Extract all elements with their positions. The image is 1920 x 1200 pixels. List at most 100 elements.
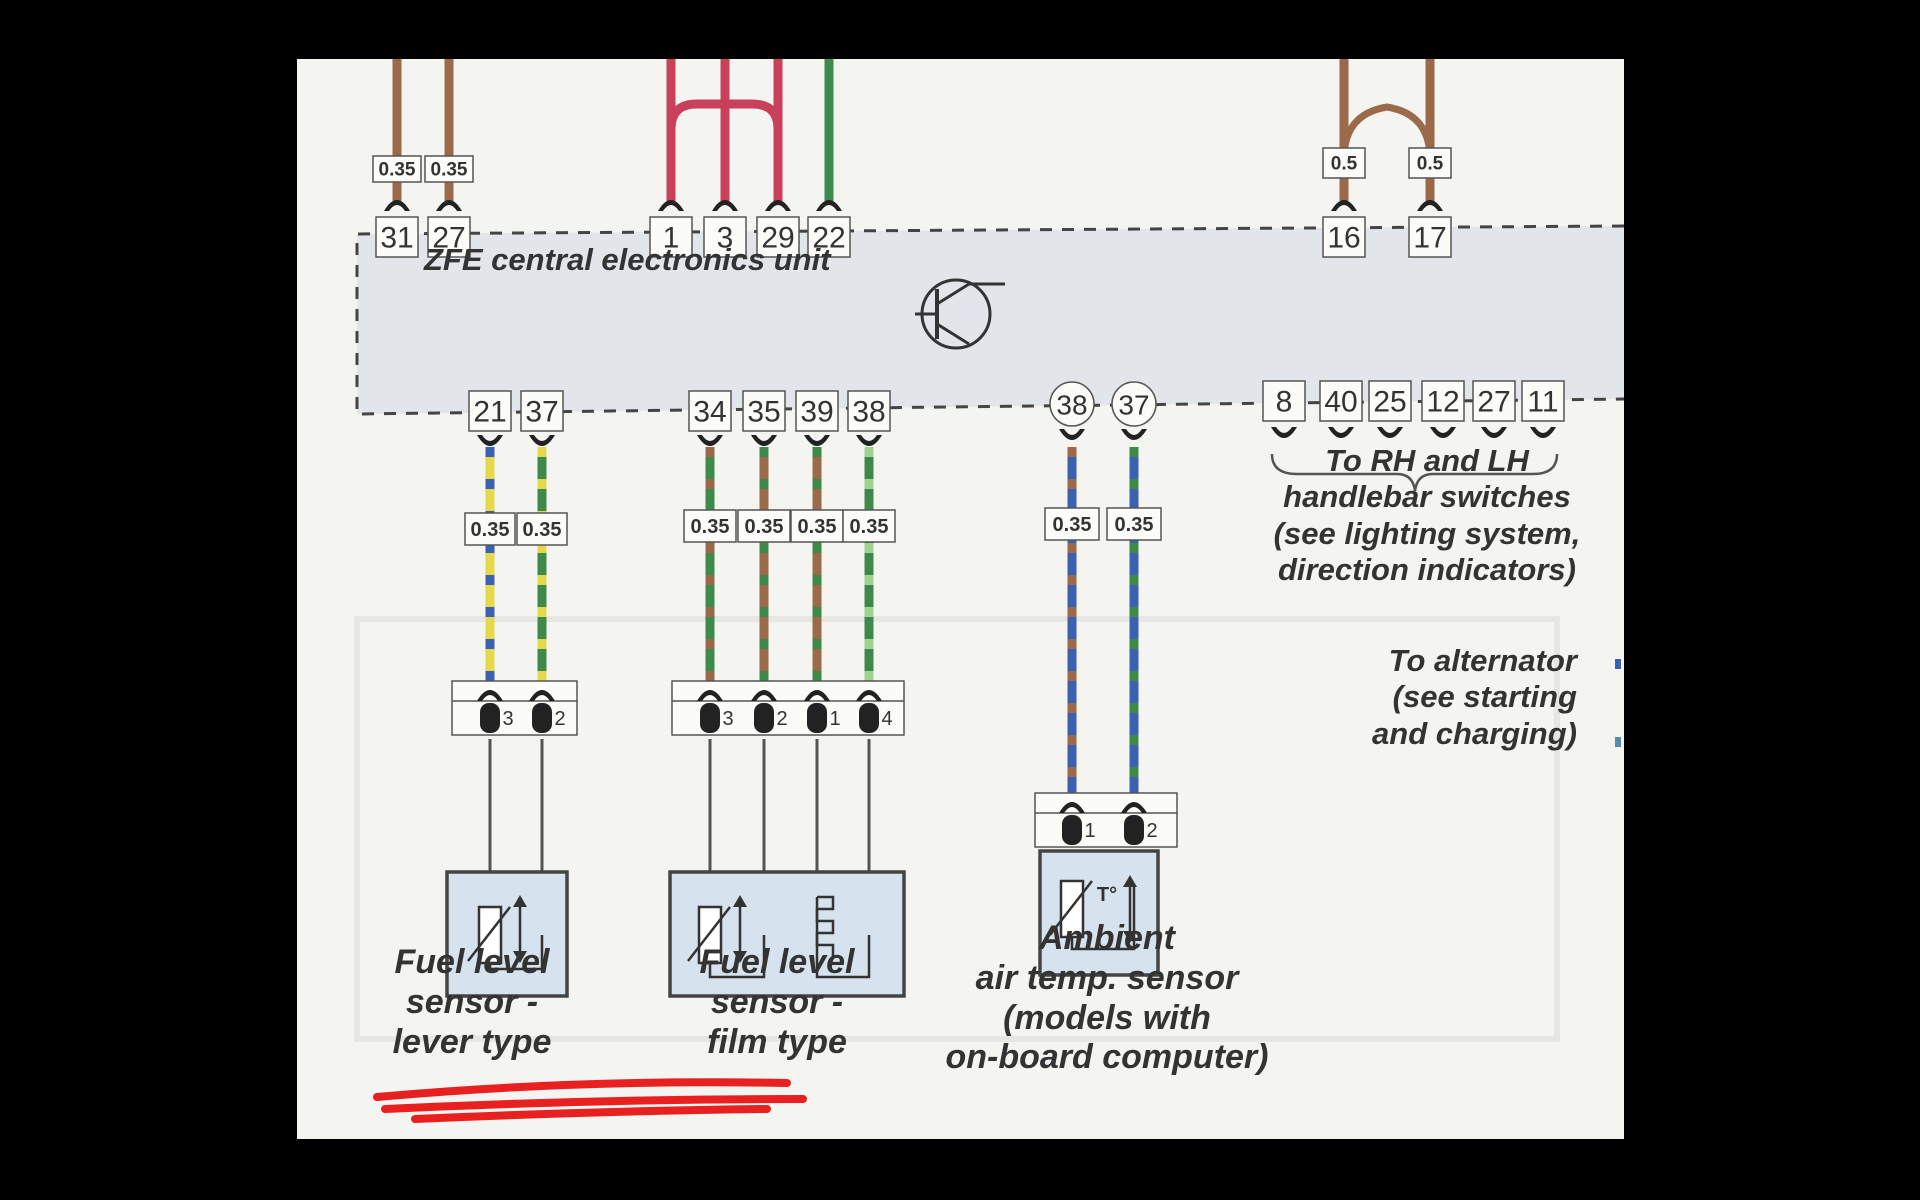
print-through-lines bbox=[354, 616, 1560, 1042]
top-gauge-3-box bbox=[1408, 147, 1452, 179]
film-ecu-contact-3 bbox=[856, 435, 882, 446]
handlebar-pin-5: 11 bbox=[1527, 386, 1558, 419]
top-pin-1-box bbox=[427, 216, 471, 258]
ambient-ecu-pin-0: 38 bbox=[1056, 390, 1087, 421]
ambient-sensor-connector-plug-1 bbox=[1124, 815, 1144, 845]
ambient-sensor-connector-pin-0: 1 bbox=[1084, 820, 1095, 842]
ambient-ecu-pin-1: 37 bbox=[1118, 390, 1149, 421]
lever-sensor-connector bbox=[451, 680, 578, 736]
top-pin-3: 3 bbox=[717, 222, 734, 255]
top-gauge-0-box bbox=[372, 155, 422, 183]
transistor-collector bbox=[936, 282, 970, 306]
ambient-sensor-connector-contact-0 bbox=[1059, 802, 1085, 813]
handlebar-switches-note: To RH and LH handlebar switches (see lig… bbox=[1273, 443, 1581, 587]
handlebar-contact-5 bbox=[1530, 427, 1556, 438]
ambient-wire-gauge-1: 0.35 bbox=[1115, 514, 1154, 536]
handlebar-contact-2 bbox=[1377, 427, 1403, 438]
lever-ecu-pin-1-box bbox=[520, 390, 564, 432]
ambient-sensor-connector-plug-0 bbox=[1062, 815, 1082, 845]
lever-sensor-box bbox=[445, 870, 569, 998]
lever-sensor-resistor-icon bbox=[477, 905, 503, 965]
top-pin-3-box bbox=[703, 216, 747, 258]
film-wire-gauge-2: 0.35 bbox=[798, 516, 837, 538]
film-sensor-connector-contact-0 bbox=[697, 690, 723, 701]
top-gauge-1-box bbox=[424, 155, 474, 183]
lever-wire-gauge-1-box bbox=[516, 512, 568, 546]
lever-ecu-pin-0: 21 bbox=[473, 396, 506, 429]
handlebar-pin-0: 8 bbox=[1276, 386, 1293, 419]
film-sensor-box bbox=[668, 870, 906, 998]
top-pin-6: 16 bbox=[1327, 222, 1360, 255]
ambient-temperature-symbol: T° bbox=[1097, 884, 1117, 906]
top-pin-5-box bbox=[807, 216, 851, 258]
film-sensor-label: Fuel level sensor - film type bbox=[699, 943, 855, 1061]
lever-ecu-pin-1: 37 bbox=[525, 396, 558, 429]
handlebar-pin-2-box bbox=[1368, 380, 1412, 422]
ambient-sensor-arrow-up bbox=[1123, 875, 1137, 887]
ambient-wire-gauge-1-box bbox=[1106, 507, 1162, 541]
ambient-sensor-connector-pin-1: 2 bbox=[1146, 820, 1157, 842]
lever-sensor-connector-contact-1 bbox=[529, 690, 555, 701]
lever-ecu-contact-1 bbox=[529, 435, 555, 446]
handlebar-pin-4: 27 bbox=[1477, 386, 1510, 419]
brown-arc-wire bbox=[1340, 103, 1434, 160]
film-sensor-connector-contact-1 bbox=[751, 690, 777, 701]
lever-sensor-arrow-up bbox=[513, 895, 527, 907]
film-sensor-connector-contact-3 bbox=[856, 690, 882, 701]
film-wire-gauge-0-box bbox=[683, 509, 737, 543]
film-ecu-pin-2-box bbox=[795, 390, 839, 432]
top-contact-2 bbox=[658, 200, 684, 211]
lever-ecu-pin-0-box bbox=[468, 390, 512, 432]
film-sensor-resistor-arrow bbox=[687, 906, 731, 962]
top-pin-2: 1 bbox=[663, 222, 680, 255]
ambient-ecu-contact-1 bbox=[1121, 429, 1147, 440]
top-gauge-3: 0.5 bbox=[1417, 154, 1444, 175]
ambient-sensor-resistor-icon bbox=[1059, 879, 1085, 939]
lever-wire-gauge-1: 0.35 bbox=[523, 519, 562, 541]
ambient-ecu-pin-0-circle bbox=[1049, 381, 1095, 427]
lever-sensor-label: Fuel level sensor - lever type bbox=[392, 943, 552, 1061]
top-contact-7 bbox=[1417, 200, 1443, 211]
handlebar-contact-3 bbox=[1430, 427, 1456, 438]
top-pin-4: 29 bbox=[761, 222, 794, 255]
top-pin-0-box bbox=[375, 216, 419, 258]
film-sensor-connector-plug-3 bbox=[859, 703, 879, 733]
top-pin-6-box bbox=[1322, 216, 1366, 258]
top-gauge-0: 0.35 bbox=[379, 160, 416, 181]
film-ecu-pin-2: 39 bbox=[800, 396, 833, 429]
film-wire-gauge-1-box bbox=[737, 509, 791, 543]
film-wire-gauge-3-box bbox=[842, 509, 896, 543]
top-gauge-2-box bbox=[1322, 147, 1366, 179]
lever-sensor-connector-pin-0: 3 bbox=[502, 708, 513, 730]
top-pin-1: 27 bbox=[432, 222, 465, 255]
ambient-sensor-label: Ambient air temp. sensor (models with on… bbox=[945, 919, 1269, 1077]
film-sensor-connector-pin-0: 3 bbox=[722, 708, 733, 730]
film-ecu-pin-0-box bbox=[688, 390, 732, 432]
film-ecu-pin-1-box bbox=[742, 390, 786, 432]
film-ecu-pin-3: 38 bbox=[852, 396, 885, 429]
film-ecu-pin-1: 35 bbox=[747, 396, 780, 429]
transistor-emitter bbox=[936, 322, 970, 346]
top-contact-4 bbox=[765, 200, 791, 211]
ambient-sensor-resistor-arrow bbox=[1049, 880, 1093, 936]
film-ecu-contact-2 bbox=[804, 435, 830, 446]
film-sensor-arrow-up bbox=[733, 895, 747, 907]
ecu-title: ZFE central electronics unit bbox=[424, 242, 831, 277]
top-contact-5 bbox=[816, 200, 842, 211]
lever-wire-gauge-0-box bbox=[464, 512, 516, 546]
film-wire-gauge-3: 0.35 bbox=[850, 516, 889, 538]
handlebar-pin-4-box bbox=[1472, 380, 1516, 422]
film-sensor-arrow-down bbox=[733, 951, 747, 963]
handlebar-pin-1: 40 bbox=[1324, 386, 1357, 419]
film-sensor-connector-plug-0 bbox=[700, 703, 720, 733]
ambient-sensor-connector-contact-1 bbox=[1121, 802, 1147, 813]
ambient-wire-gauge-0-box bbox=[1044, 507, 1100, 541]
film-ecu-pin-3-box bbox=[847, 390, 891, 432]
lever-sensor-connector-plug-0 bbox=[480, 703, 500, 733]
top-pin-4-box bbox=[756, 216, 800, 258]
film-sensor-connector-pin-3: 4 bbox=[881, 708, 892, 730]
alternator-note: To alternator (see starting and charging… bbox=[1372, 643, 1577, 751]
top-contact-6 bbox=[1331, 200, 1357, 211]
ambient-ecu-contact-0 bbox=[1059, 429, 1085, 440]
handlebar-contact-4 bbox=[1481, 427, 1507, 438]
